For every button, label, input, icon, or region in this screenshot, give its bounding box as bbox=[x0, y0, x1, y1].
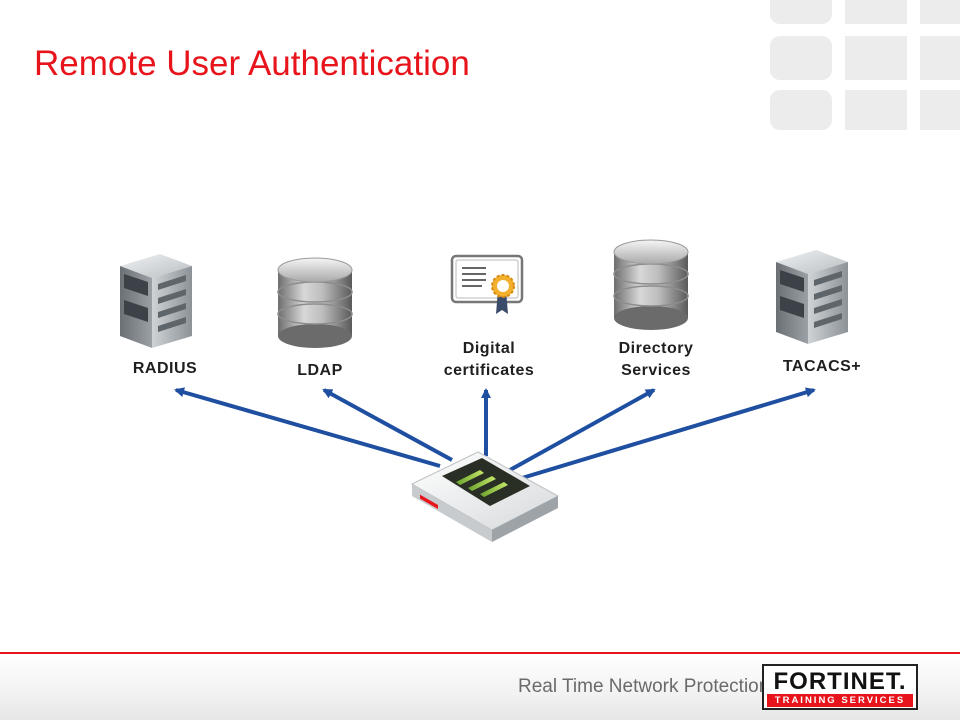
slide-title: Remote User Authentication bbox=[34, 44, 470, 83]
label-radius: RADIUS bbox=[132, 360, 198, 377]
arrow-to-directory bbox=[509, 388, 656, 472]
directory-database-icon bbox=[613, 239, 689, 330]
label-ldap: LDAP bbox=[297, 362, 343, 379]
certificate-icon bbox=[450, 254, 524, 314]
ldap-database-icon bbox=[277, 257, 353, 348]
authentication-diagram bbox=[120, 239, 848, 542]
footer-tagline: Real Time Network Protection bbox=[518, 676, 770, 697]
arrow-to-ldap bbox=[322, 388, 453, 462]
logo-subtitle: TRAINING SERVICES bbox=[767, 694, 913, 707]
label-tacacs: TACACS+ bbox=[782, 358, 862, 375]
logo-wordmark: FORTINET. bbox=[773, 668, 907, 695]
fortinet-logo: FORTINET. TRAINING SERVICES bbox=[762, 664, 918, 710]
fortigate-appliance-icon bbox=[410, 451, 560, 542]
label-directory: Directory Services bbox=[618, 340, 694, 379]
tacacs-server-icon bbox=[776, 250, 848, 344]
arrow-to-radius bbox=[174, 387, 441, 468]
label-certs: Digital certificates bbox=[443, 340, 535, 379]
radius-server-icon bbox=[120, 254, 192, 348]
background-grid-pattern bbox=[770, 0, 960, 130]
arrow-to-tacacs bbox=[521, 387, 816, 480]
footer-divider bbox=[0, 652, 960, 654]
